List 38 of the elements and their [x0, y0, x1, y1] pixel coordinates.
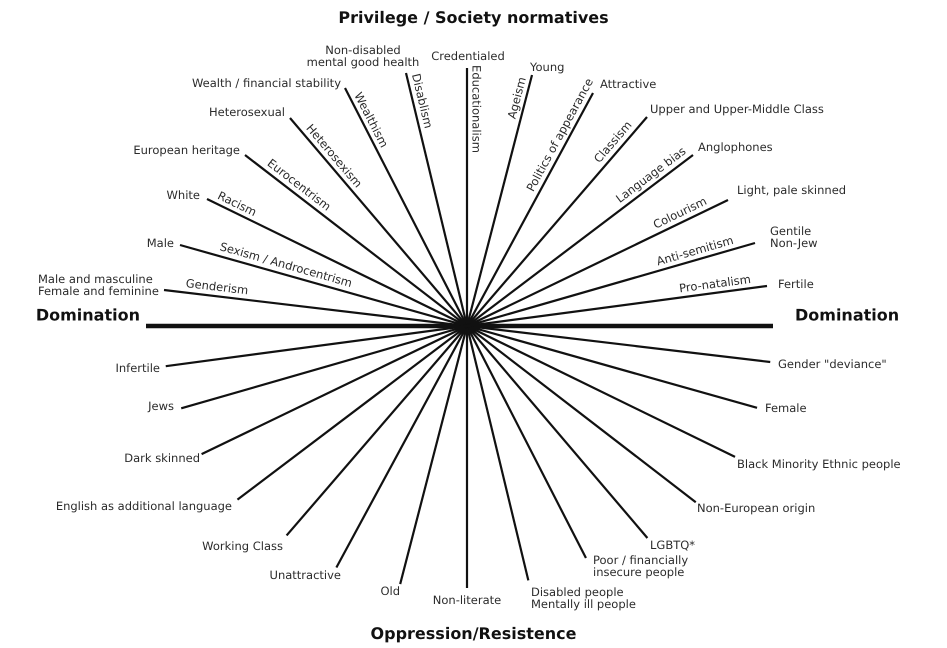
category-label: Attractive: [600, 78, 656, 90]
category-label: Working Class: [202, 540, 283, 552]
category-label: Heterosexual: [208, 106, 285, 118]
category-label: Old: [380, 584, 400, 598]
category-label: English as additional language: [56, 500, 232, 512]
category-label: White: [166, 188, 200, 202]
category-label: Gender "deviance": [778, 358, 887, 370]
category-label: Wealth / financial stability: [192, 76, 341, 90]
edge-label: Educationalism: [470, 64, 482, 154]
category-label: Gentile Non-Jew: [770, 224, 830, 250]
category-label: Non-disabled mental good health: [304, 44, 422, 68]
axis-end-label: Domination: [36, 308, 140, 324]
category-label: Unattractive: [270, 568, 341, 582]
category-label: Male: [146, 236, 174, 250]
category-label: Light, pale skinned: [737, 184, 846, 196]
category-label: LGBTQ*: [650, 538, 696, 552]
connector-line: [466, 68, 468, 588]
title: Privilege / Society normatives: [337, 8, 610, 27]
connector-line: [146, 324, 773, 328]
category-label: European heritage: [133, 144, 240, 156]
axis-label: Oppression/Resistence: [370, 624, 578, 643]
category-label: Infertile: [115, 362, 160, 374]
axis-end-label: Domination: [795, 308, 900, 324]
category-label: Fertile: [778, 278, 814, 290]
edge-label: Genderism: [184, 277, 250, 298]
category-label: Female: [765, 402, 807, 414]
category-label: Non-European origin: [697, 502, 816, 514]
category-label: Young: [530, 60, 564, 74]
category-label: Dark skinned: [124, 452, 200, 464]
category-label: Non-literate: [432, 594, 502, 606]
category-label: Credentialed: [431, 50, 505, 62]
category-label: Disabled people Mentally ill people: [531, 586, 671, 610]
category-label: Male and masculine Female and feminine: [38, 272, 162, 298]
category-label: Poor / financially insecure people: [593, 554, 718, 578]
category-label: Upper and Upper-Middle Class: [650, 102, 824, 116]
category-label: Anglophones: [698, 140, 773, 154]
category-label: Jews: [148, 400, 174, 412]
category-label: Black Minority Ethnic people: [737, 458, 901, 470]
